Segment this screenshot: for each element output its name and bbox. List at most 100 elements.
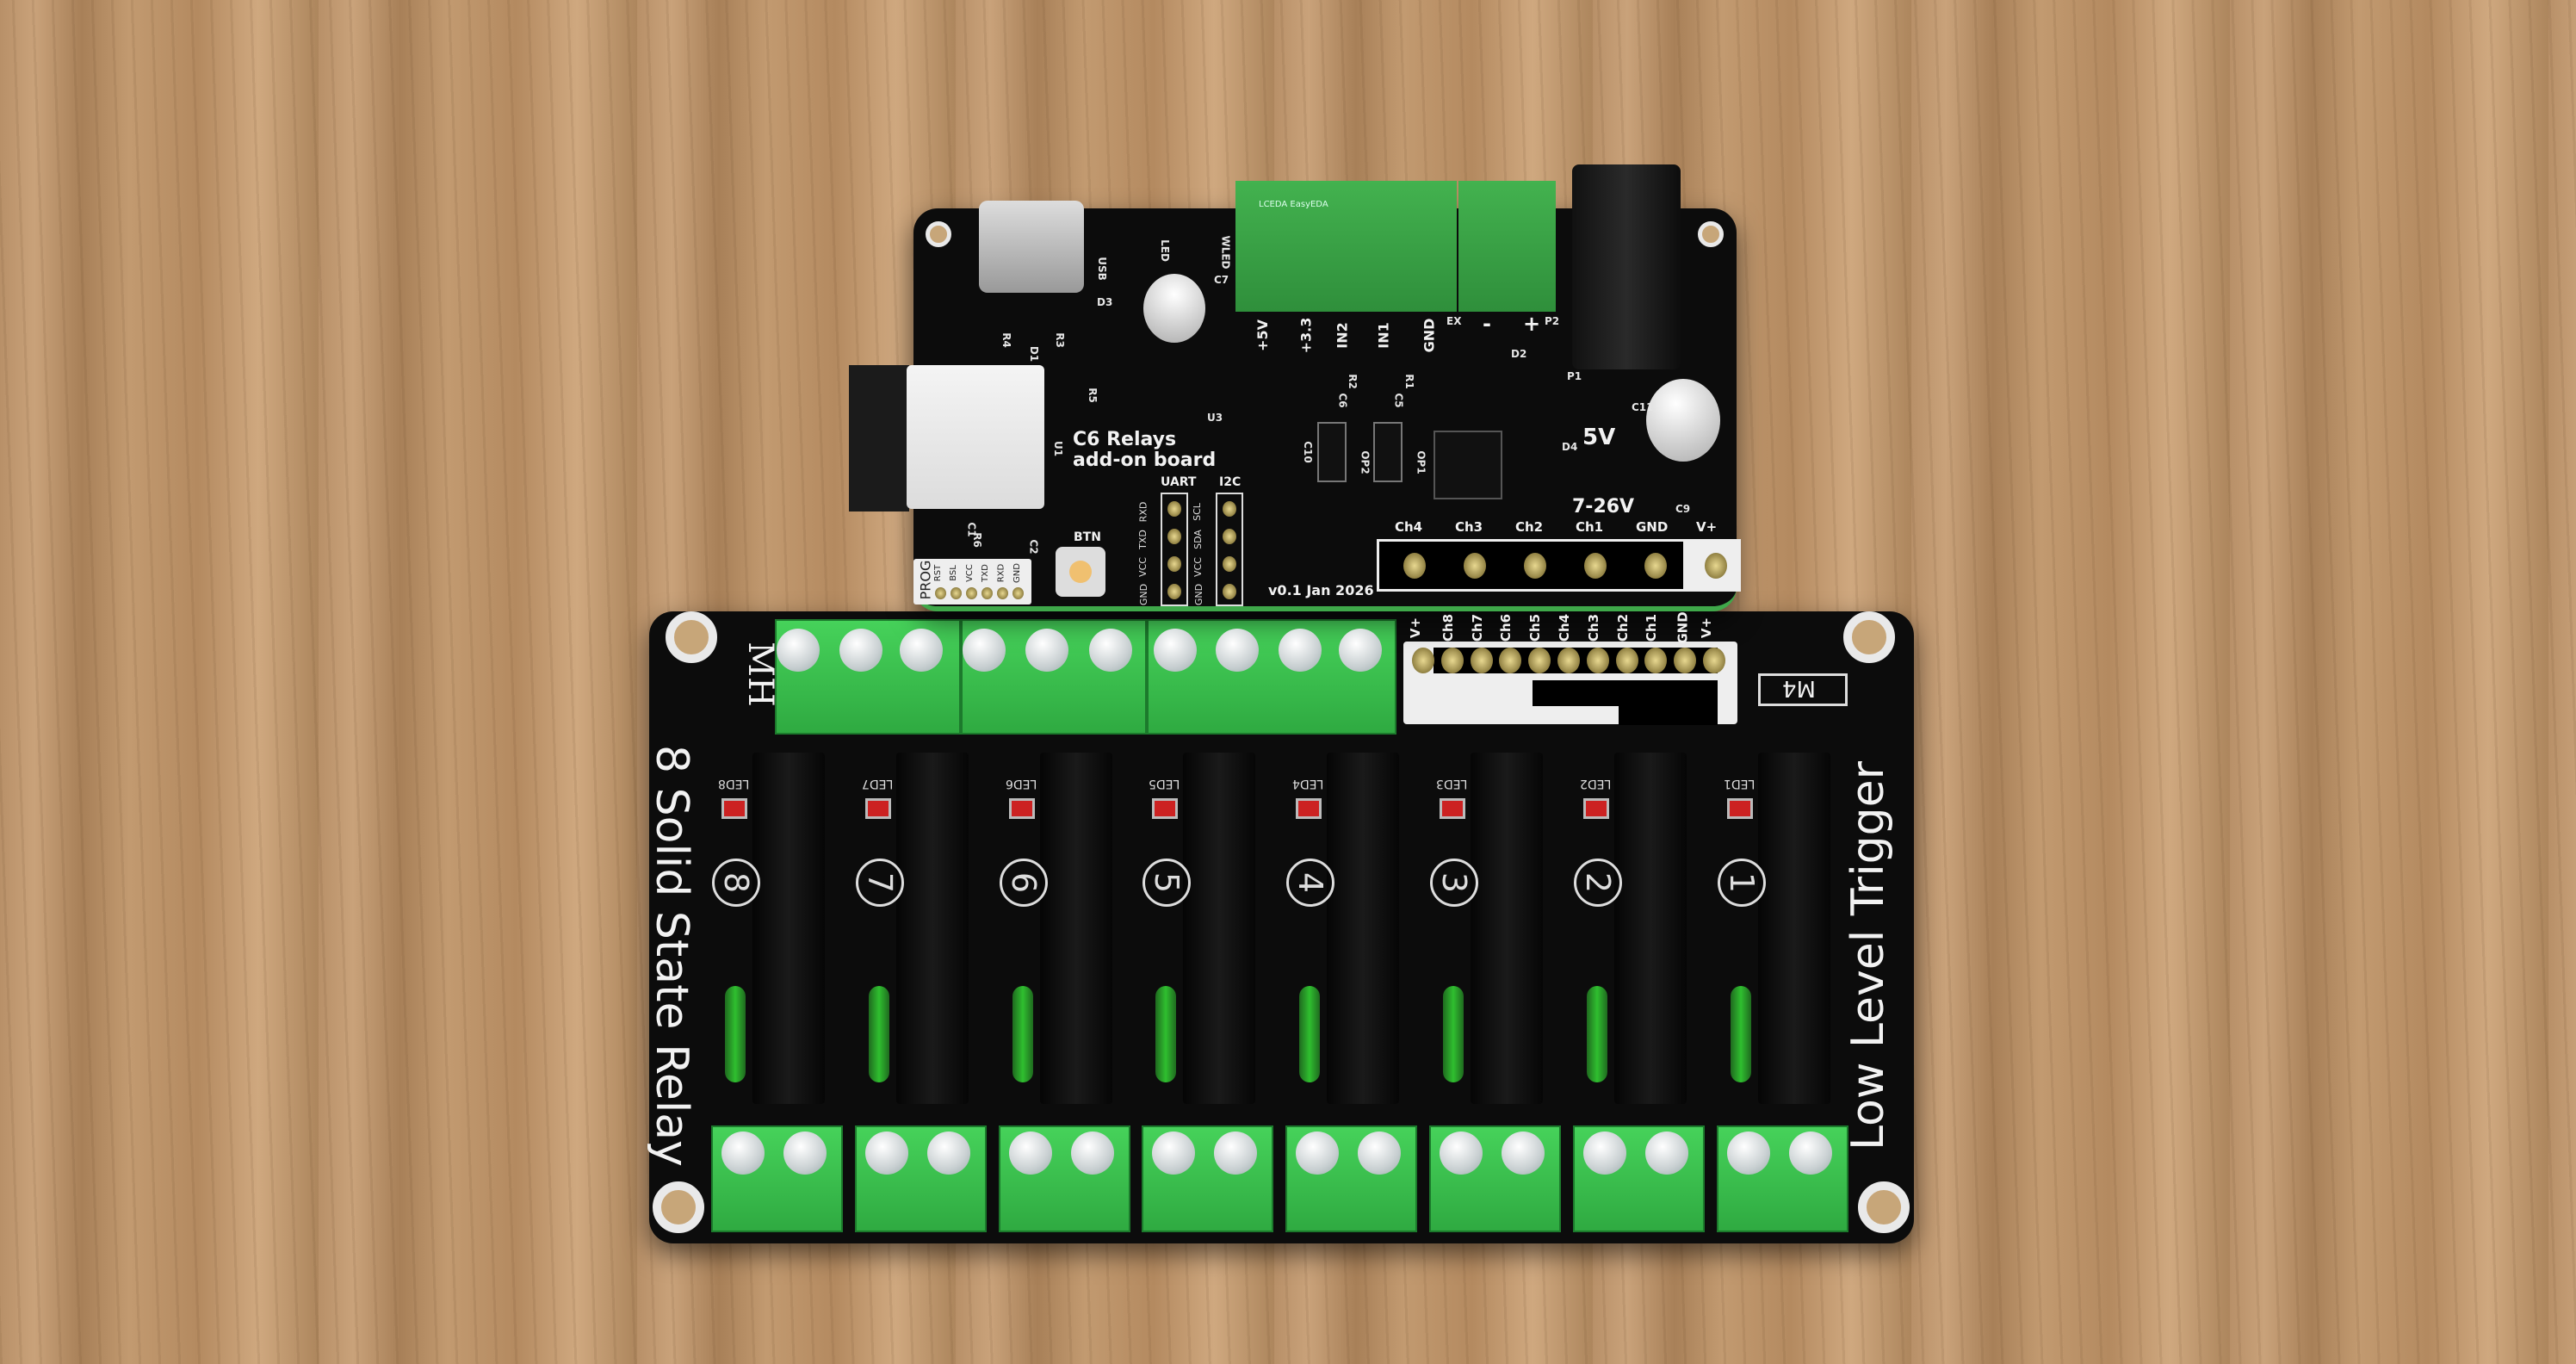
connector-label: Ch1 xyxy=(1576,519,1604,535)
i2c-pin-label: SDA xyxy=(1192,530,1204,549)
mount-hole xyxy=(653,1181,704,1233)
header-pin-label: Ch2 xyxy=(1614,613,1631,642)
solid-state-relay xyxy=(1613,753,1687,1104)
channel-number: 1 xyxy=(1717,859,1766,907)
optocoupler xyxy=(1317,422,1347,482)
terminal-screw-icon[interactable] xyxy=(783,1132,827,1175)
terminal-screw-icon[interactable] xyxy=(1089,629,1132,672)
prog-pin xyxy=(966,587,977,599)
i2c-pin-label: SCL xyxy=(1191,503,1203,521)
connector-pin xyxy=(1403,553,1426,579)
terminal-screw-icon[interactable] xyxy=(839,629,882,672)
usb-c-port[interactable] xyxy=(979,201,1084,293)
connector-label: Ch4 xyxy=(1395,519,1423,535)
terminal-screw-icon[interactable] xyxy=(1440,1132,1483,1175)
terminal-screw-icon[interactable] xyxy=(721,1132,765,1175)
i2c-header[interactable] xyxy=(1216,493,1243,606)
terminal-label: +3.3 xyxy=(1297,317,1315,354)
connector-label: Ch3 xyxy=(1455,519,1483,535)
i2c-label: I2C xyxy=(1219,475,1242,489)
diode xyxy=(1155,986,1177,1082)
terminal-screw-icon[interactable] xyxy=(1008,1132,1052,1175)
terminal-screw-icon[interactable] xyxy=(1025,629,1068,672)
power-terminal[interactable] xyxy=(1458,181,1556,312)
connector-pin xyxy=(1644,553,1667,579)
terminal-screw-icon[interactable] xyxy=(1154,629,1197,672)
status-led xyxy=(864,798,891,819)
header-pin xyxy=(1499,648,1522,673)
terminal-screw-icon[interactable] xyxy=(963,629,1006,672)
prog-pin-label: RXD xyxy=(996,563,1006,583)
solid-state-relay xyxy=(1471,753,1543,1104)
header-pin-label: Ch6 xyxy=(1498,613,1514,642)
prog-pin-label: RST xyxy=(933,564,944,582)
i2c-pin xyxy=(1223,501,1236,517)
m4-label: M4 xyxy=(1782,675,1816,701)
led-label: LED1 xyxy=(1723,777,1755,790)
uart-pin xyxy=(1167,584,1181,599)
channel-number: 8 xyxy=(712,859,760,907)
solid-state-relay xyxy=(895,753,969,1104)
silkscreen-label: C11 xyxy=(1632,401,1654,413)
relay-board-title: 8 Solid State Relay xyxy=(646,745,697,1167)
terminal-label: +5V xyxy=(1254,319,1271,351)
led-label: LED8 xyxy=(718,777,750,790)
diode xyxy=(1586,986,1607,1082)
header-pin-label: V+ xyxy=(1408,617,1424,639)
uart-pin-label: VCC xyxy=(1136,557,1149,577)
channel-connector[interactable] xyxy=(1377,539,1741,592)
terminal-screw-icon[interactable] xyxy=(1788,1132,1832,1175)
status-led xyxy=(1008,798,1035,819)
terminal-screw-icon[interactable] xyxy=(1216,629,1259,672)
terminal-screw-icon[interactable] xyxy=(1152,1132,1196,1175)
silkscreen-label: EX xyxy=(1446,315,1462,327)
boot-button[interactable] xyxy=(1056,547,1105,597)
silkscreen-label: USB xyxy=(1095,257,1108,281)
terminal-label: IN1 xyxy=(1375,322,1392,349)
mount-hole xyxy=(666,611,717,663)
terminal-label: - xyxy=(1483,312,1491,336)
solid-state-relay xyxy=(1757,753,1830,1104)
terminal-screw-icon[interactable] xyxy=(1070,1132,1114,1175)
dc-barrel-jack[interactable] xyxy=(1572,164,1681,369)
terminal-screw-icon[interactable] xyxy=(1644,1132,1688,1175)
terminal-screw-icon[interactable] xyxy=(1358,1132,1402,1175)
terminal-screw-icon[interactable] xyxy=(864,1132,908,1175)
terminal-screw-icon[interactable] xyxy=(1339,629,1382,672)
connector-pin xyxy=(1464,553,1486,579)
header-pin xyxy=(1440,648,1464,673)
led-label: LED4 xyxy=(1292,777,1324,790)
output-voltage-label: 5V xyxy=(1582,425,1616,450)
diode xyxy=(1443,986,1464,1082)
terminal-screw-icon[interactable] xyxy=(1214,1132,1258,1175)
silkscreen-label: R5 xyxy=(1086,388,1099,403)
terminal-screw-icon[interactable] xyxy=(1502,1132,1545,1175)
silkscreen-label: R2 xyxy=(1346,374,1359,389)
header-pin-label: Ch4 xyxy=(1557,613,1573,642)
terminal-screw-icon[interactable] xyxy=(1279,629,1322,672)
m4-diode xyxy=(1758,673,1848,706)
header-pin xyxy=(1586,648,1609,673)
status-led xyxy=(1296,798,1322,819)
status-led xyxy=(1440,798,1465,819)
channel-number: 3 xyxy=(1430,859,1478,907)
connector-pin xyxy=(1524,553,1546,579)
board-title: C6 Relays xyxy=(1073,429,1177,450)
terminal-screw-icon[interactable] xyxy=(900,629,943,672)
terminal-screw-icon[interactable] xyxy=(777,629,820,672)
terminal-screw-icon[interactable] xyxy=(1296,1132,1340,1175)
connector-label: V+ xyxy=(1696,519,1718,535)
prog-pin-label: VCC xyxy=(964,564,975,582)
power-switch-terminal[interactable] xyxy=(1235,181,1457,312)
led-label: LED3 xyxy=(1436,777,1468,790)
prog-pin xyxy=(1012,587,1024,599)
header-pin-label: Ch7 xyxy=(1469,613,1485,642)
silkscreen-label: C10 xyxy=(1301,441,1314,463)
terminal-screw-icon[interactable] xyxy=(1582,1132,1626,1175)
prog-pin-label: GND xyxy=(1012,563,1022,583)
prog-pin-label: TXD xyxy=(980,564,990,582)
silkscreen-label: R4 xyxy=(1000,332,1012,348)
terminal-screw-icon[interactable] xyxy=(1726,1132,1770,1175)
terminal-screw-icon[interactable] xyxy=(926,1132,970,1175)
uart-header[interactable] xyxy=(1161,493,1188,606)
